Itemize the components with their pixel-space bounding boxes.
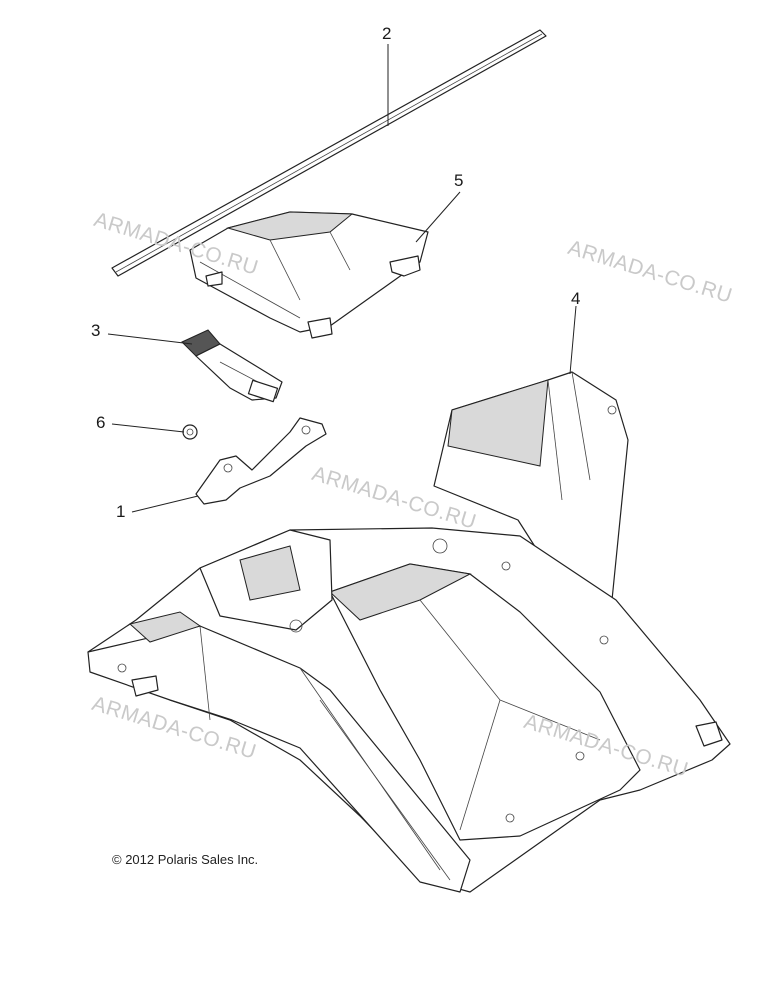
part-3-latch-strap xyxy=(181,329,283,403)
part-2-trim-strip xyxy=(111,29,547,277)
callout-2: 2 xyxy=(382,24,392,43)
part-5-cover-panel xyxy=(189,211,429,339)
copyright-notice: © 2012 Polaris Sales Inc. xyxy=(112,852,259,867)
callout-4: 4 xyxy=(571,289,581,308)
part-4-floor-tub xyxy=(87,371,731,893)
callout-1: 1 xyxy=(116,502,126,521)
part-6-fastener xyxy=(182,424,198,440)
part-1-bracket xyxy=(195,417,327,505)
callout-5: 5 xyxy=(454,171,464,190)
callout-6: 6 xyxy=(96,413,106,432)
leader-lines xyxy=(107,44,577,513)
callout-3: 3 xyxy=(91,321,101,340)
